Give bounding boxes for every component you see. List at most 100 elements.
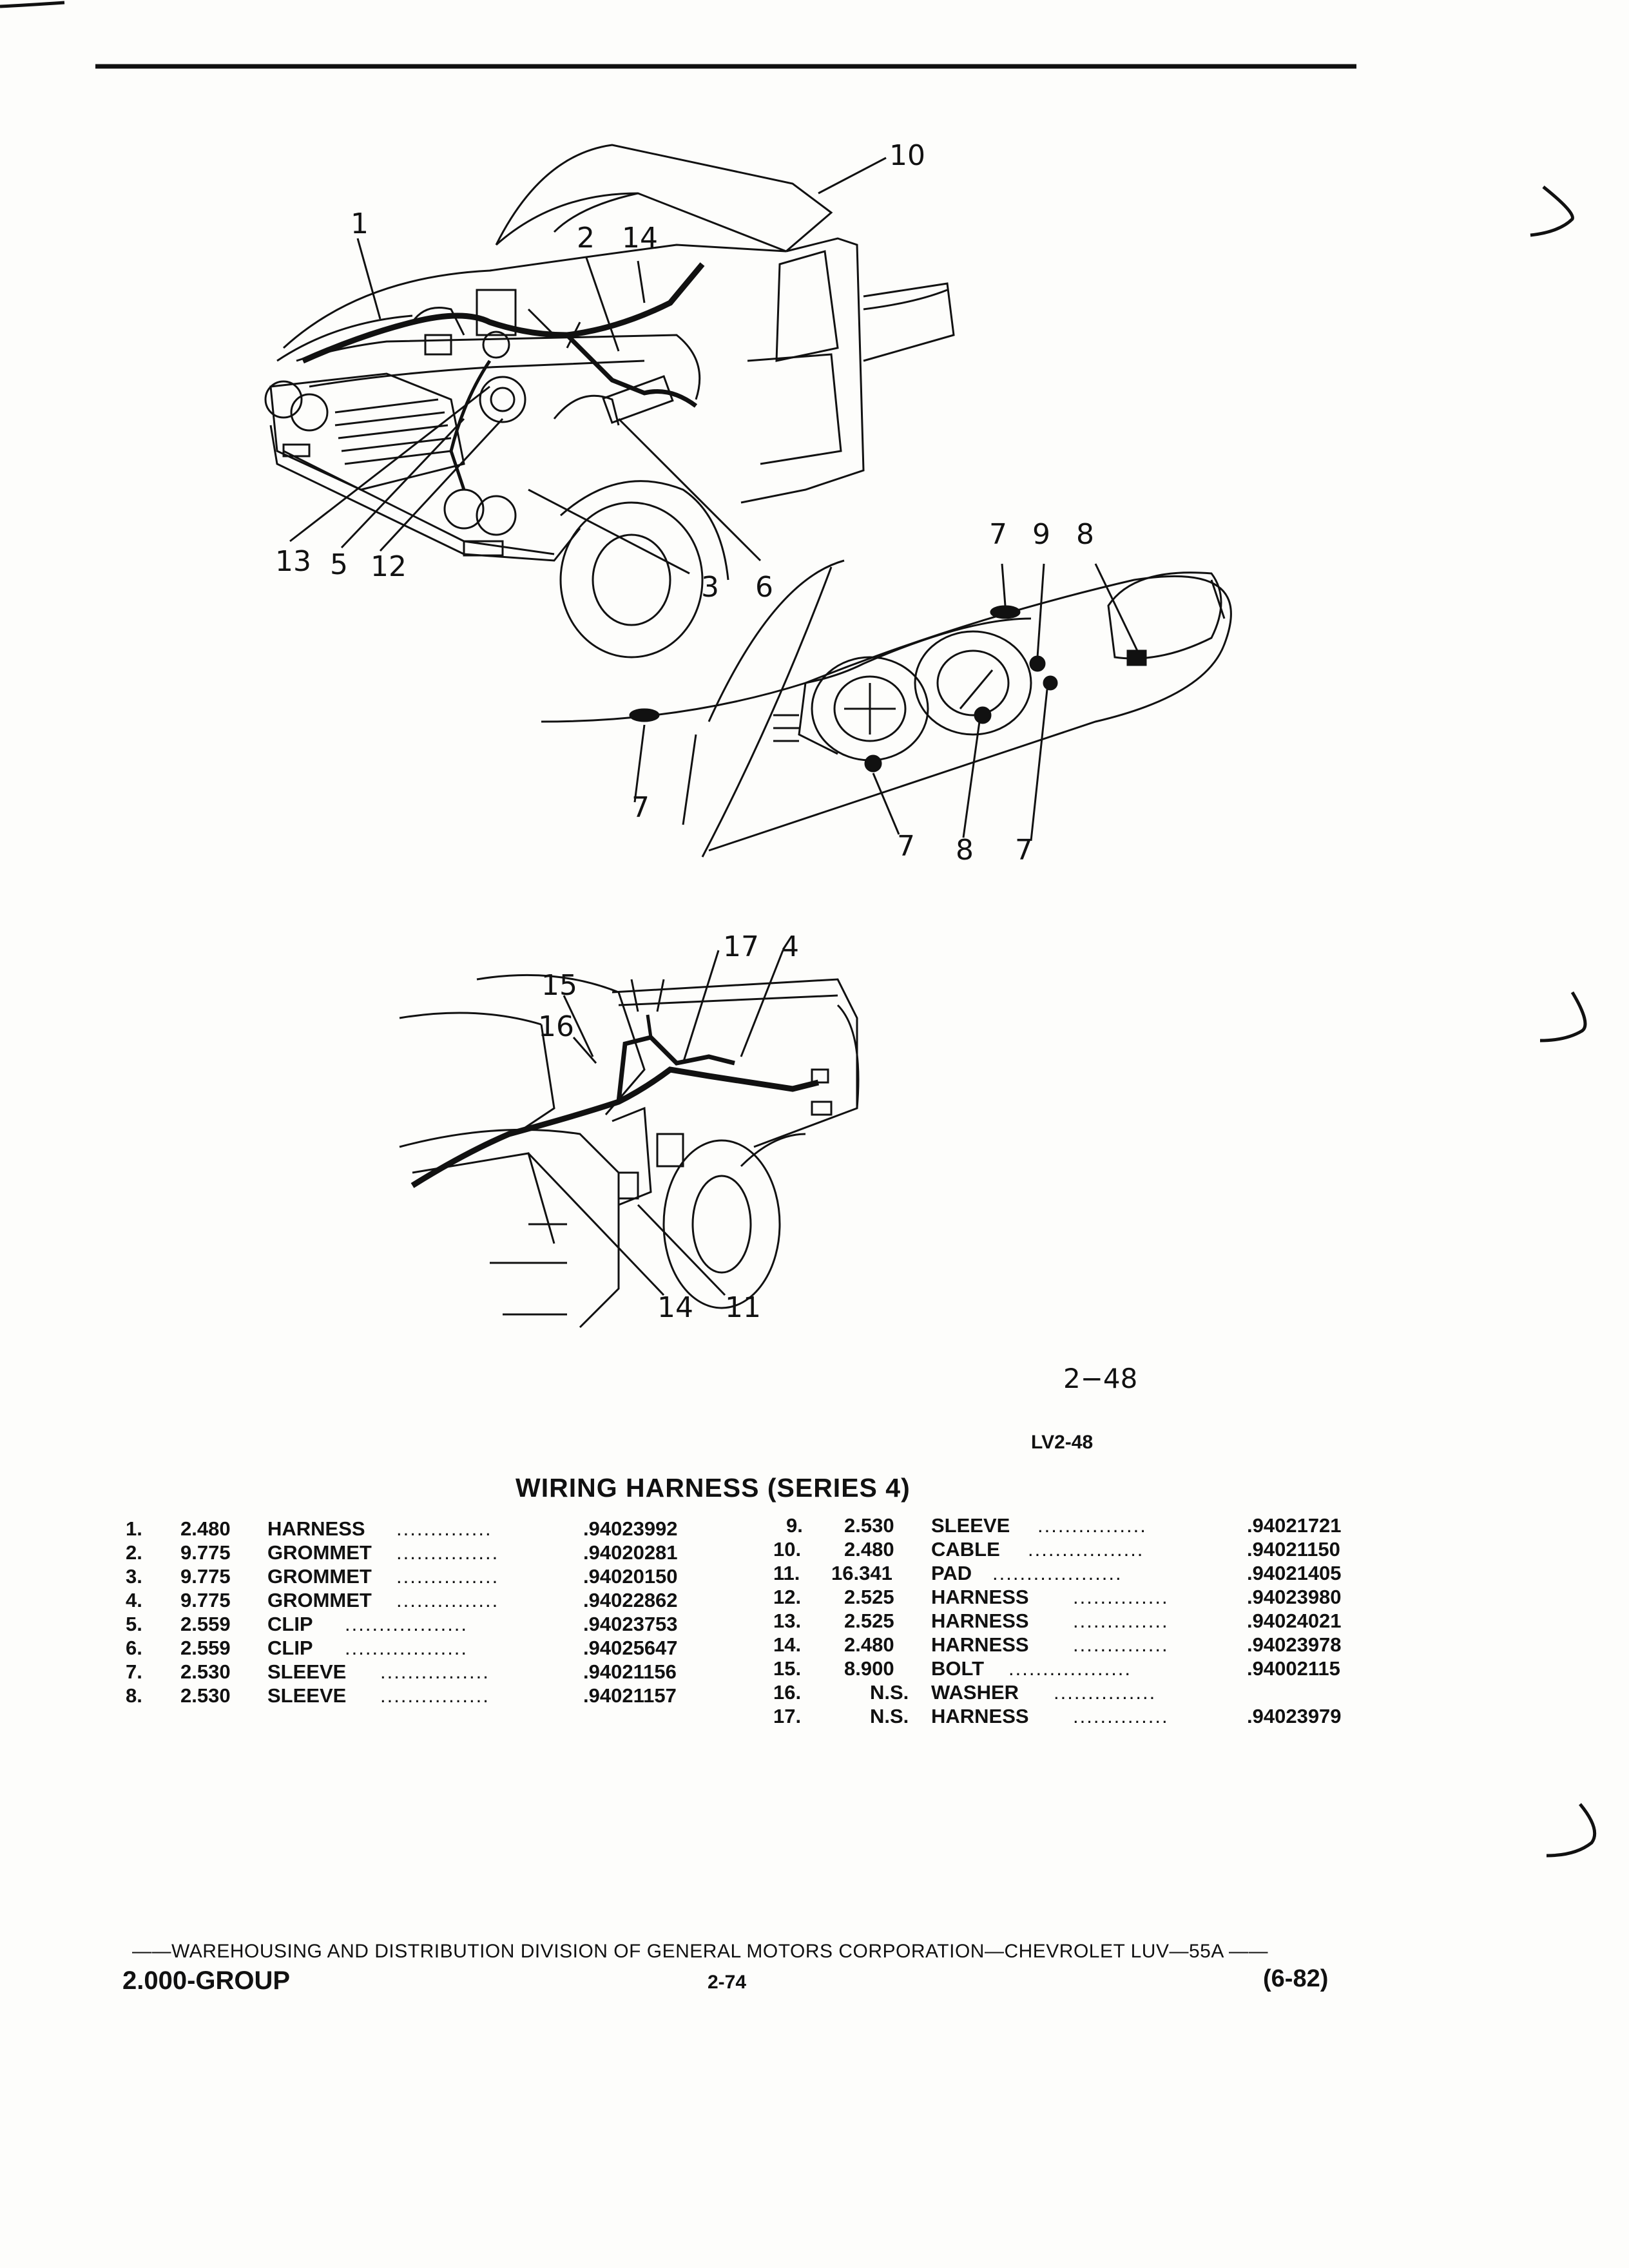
- part-dots: ..................: [345, 1613, 468, 1635]
- parts-row: 4. 9.775 GROMMET ............... .940228…: [126, 1589, 731, 1613]
- part-catalog-number: .94021150: [1247, 1538, 1340, 1561]
- part-catalog-number: .94002115: [1247, 1657, 1340, 1680]
- part-group: 2.559: [180, 1637, 231, 1659]
- dashboard-drawing: [541, 559, 1232, 858]
- leader-line: [1036, 563, 1045, 658]
- part-number: 13.: [773, 1610, 802, 1632]
- part-group: 2.525: [844, 1610, 894, 1632]
- part-desc: BOLT: [931, 1657, 985, 1680]
- rear-harness-line: [616, 1035, 735, 1102]
- part-group: 2.530: [180, 1684, 231, 1707]
- part-number: 10.: [773, 1538, 802, 1561]
- parts-row: 1. 2.480 HARNESS .............. .9402399…: [126, 1517, 731, 1541]
- part-dots: ...............: [396, 1589, 499, 1611]
- callout-10: 10: [889, 139, 925, 172]
- part-catalog-number: .94021721: [1247, 1514, 1342, 1537]
- part-number: 7.: [126, 1660, 142, 1683]
- part-group: 9.775: [180, 1541, 231, 1564]
- part-group: 9.775: [180, 1589, 231, 1611]
- leader-line: [585, 257, 620, 352]
- part-number: 2.: [126, 1541, 142, 1564]
- binder-mark: [1530, 186, 1574, 237]
- part-dots: ................: [380, 1660, 490, 1683]
- part-group: 9.775: [180, 1565, 231, 1588]
- leader-line: [563, 995, 594, 1057]
- callout-2: 2: [577, 222, 595, 255]
- part-dots: ...............: [396, 1565, 499, 1588]
- part-number: 1.: [126, 1517, 142, 1540]
- callout-8: 8: [1076, 518, 1094, 551]
- leader-line: [356, 238, 381, 320]
- leader-line: [637, 1204, 726, 1296]
- callout-4: 4: [781, 930, 799, 963]
- callout-14: 14: [657, 1291, 693, 1324]
- part-dots: ..............: [1073, 1633, 1169, 1656]
- part-number: 4.: [126, 1589, 142, 1611]
- rear-harness-line: [410, 1066, 820, 1188]
- parts-row: 10. 2.480 CABLE ................. .94021…: [773, 1538, 1482, 1562]
- part-dots: ................: [380, 1684, 490, 1707]
- parts-row: 9. 2.530 SLEEVE ................ .940217…: [773, 1514, 1482, 1538]
- part-desc: HARNESS: [931, 1705, 1029, 1727]
- parts-row: 17. N.S. HARNESS .............. .9402397…: [773, 1705, 1482, 1729]
- part-group: 8.900: [844, 1657, 894, 1680]
- part-dots: ...............: [1054, 1681, 1157, 1704]
- part-number: 8.: [126, 1684, 142, 1707]
- callout-7: 7: [989, 518, 1007, 551]
- part-catalog-number: .94021157: [583, 1684, 677, 1707]
- part-group: 2.480: [844, 1538, 894, 1561]
- leader-line: [682, 950, 720, 1064]
- part-desc: CLIP: [267, 1613, 313, 1635]
- parts-row: 7. 2.530 SLEEVE ................ .940211…: [126, 1660, 731, 1684]
- part-desc: CABLE: [931, 1538, 1000, 1561]
- part-number: 15.: [773, 1657, 802, 1680]
- rear-bed-drawing: [399, 974, 860, 1329]
- callout-13: 13: [275, 545, 311, 578]
- parts-list-right: 9. 2.530 SLEEVE ................ .940217…: [773, 1514, 1482, 1729]
- leader-line: [1030, 689, 1048, 841]
- figure-code: LV2-48: [1031, 1432, 1094, 1453]
- footer-page-number: 2-74: [708, 1972, 747, 1993]
- callout-11: 11: [725, 1291, 761, 1324]
- parts-list-left: 1. 2.480 HARNESS .............. .9402399…: [126, 1517, 731, 1708]
- part-group: 2.559: [180, 1613, 231, 1635]
- callout-15: 15: [541, 969, 577, 1002]
- callout-7: 7: [897, 830, 915, 863]
- callout-17: 17: [723, 930, 759, 963]
- front-harness-line: [302, 262, 705, 364]
- part-dots: .................: [1028, 1538, 1144, 1561]
- leader-line: [740, 950, 784, 1057]
- binder-mark: [1546, 1803, 1597, 1858]
- leader-line: [340, 418, 465, 549]
- callout-3: 3: [701, 571, 719, 604]
- part-group: 2.480: [180, 1517, 231, 1540]
- parts-row: 6. 2.559 CLIP .................. .940256…: [126, 1637, 731, 1660]
- part-number: 6.: [126, 1637, 142, 1659]
- part-catalog-number: .94025647: [583, 1637, 678, 1659]
- part-number: 17.: [773, 1705, 802, 1727]
- figure-number: 2−48: [1063, 1363, 1138, 1394]
- callout-5: 5: [330, 548, 348, 581]
- part-dots: ...............: [396, 1541, 499, 1564]
- callout-7: 7: [1015, 834, 1033, 867]
- part-desc: HARNESS: [267, 1517, 365, 1540]
- parts-row: 14. 2.480 HARNESS .............. .940239…: [773, 1633, 1482, 1657]
- front-truck-drawing: [264, 144, 955, 658]
- binder-mark: [1539, 991, 1587, 1043]
- parts-list-title: WIRING HARNESS (SERIES 4): [516, 1473, 911, 1503]
- part-catalog-number: .94021405: [1247, 1562, 1342, 1584]
- part-catalog-number: .94022862: [583, 1589, 678, 1611]
- front-harness-line: [565, 333, 698, 408]
- part-dots: ...................: [992, 1562, 1123, 1584]
- part-desc: HARNESS: [931, 1610, 1029, 1632]
- part-group: 2.530: [180, 1660, 231, 1683]
- part-desc: SLEEVE: [267, 1684, 347, 1707]
- leader-line: [1001, 563, 1007, 606]
- callout-6: 6: [755, 571, 773, 604]
- callout-14: 14: [622, 222, 658, 255]
- leader-line: [818, 157, 887, 195]
- part-catalog-number: .94024021: [1247, 1610, 1342, 1632]
- leader-line: [872, 773, 900, 835]
- leader-line: [572, 1037, 597, 1064]
